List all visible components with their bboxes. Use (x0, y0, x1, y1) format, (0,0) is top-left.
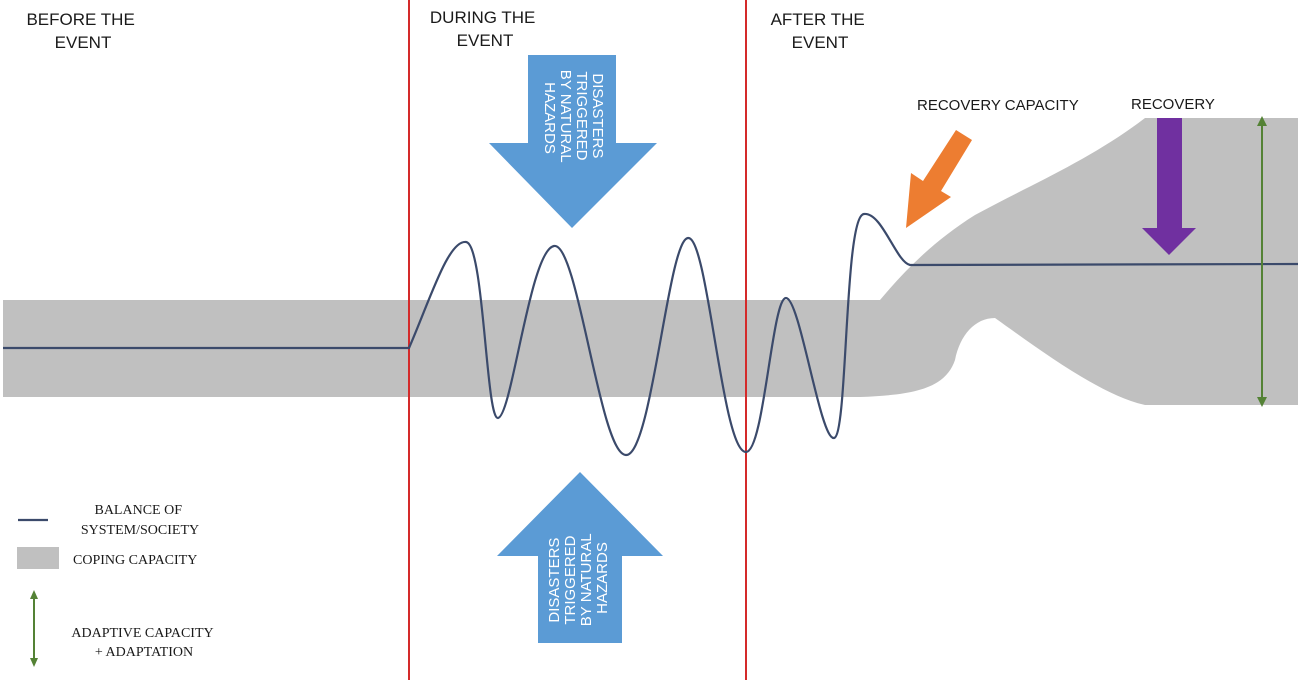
hazard-arrow-bottom: DISASTERS TRIGGERED BY NATURAL HAZARDS (497, 472, 663, 643)
legend-adaptive-label: ADAPTIVE CAPACITY + ADAPTATION (71, 626, 216, 660)
legend: BALANCE OF SYSTEM/SOCIETY COPING CAPACIT… (17, 503, 216, 667)
down-arrow-icon (489, 55, 657, 228)
hazard-arrow-top: DISASTERS TRIGGERED BY NATURAL HAZARDS (489, 55, 657, 228)
legend-coping-label: COPING CAPACITY (73, 553, 197, 568)
balance-line (3, 212, 1299, 457)
legend-adaptive-icon (30, 590, 38, 667)
hazard-arrow-bottom-text: DISASTERS TRIGGERED BY NATURAL HAZARDS (546, 530, 611, 626)
legend-coping-swatch (17, 547, 59, 569)
phase-label-during: DURING THE EVENT (430, 8, 540, 50)
phase-label-before: BEFORE THE EVENT (26, 10, 139, 52)
recovery-label: RECOVERY (1131, 96, 1215, 113)
coping-capacity-band (3, 118, 1298, 405)
recovery-arrow-icon (1142, 118, 1196, 255)
adaptive-capacity-arrow-icon (1257, 116, 1267, 407)
up-arrow-icon (497, 472, 663, 643)
phase-label-after: AFTER THE EVENT (771, 10, 870, 52)
hazard-arrow-top-text: DISASTERS TRIGGERED BY NATURAL HAZARDS (541, 70, 606, 166)
recovery-capacity-label: RECOVERY CAPACITY (917, 97, 1079, 114)
recovery-capacity-arrow-icon (906, 130, 972, 228)
legend-balance-label: BALANCE OF SYSTEM/SOCIETY (81, 503, 199, 538)
